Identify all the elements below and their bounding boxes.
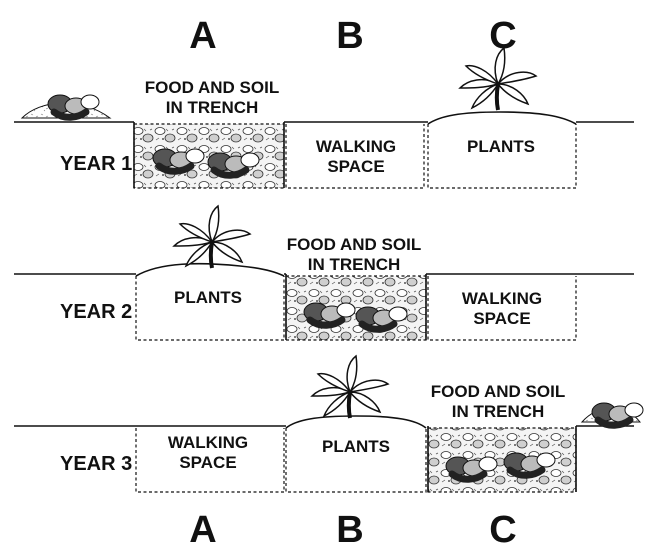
walking-label-line1: WALKING [462, 289, 542, 308]
plants-label: PLANTS [467, 137, 535, 156]
walking-label-line1: WALKING [316, 137, 396, 156]
walking-label-line2: SPACE [327, 157, 384, 176]
walking-label-line2: SPACE [179, 453, 236, 472]
year-label: YEAR 1 [60, 153, 132, 175]
column-header-a: A [189, 15, 216, 57]
trench-label-line1: FOOD AND SOIL [145, 78, 279, 97]
trench-label-line1: FOOD AND SOIL [431, 382, 565, 401]
row-year-3: YEAR 3 WALKING SPACE PLANTS FOOD AND SOI… [14, 356, 643, 492]
plants-label: PLANTS [322, 437, 390, 456]
walking-label-line1: WALKING [168, 433, 248, 452]
trench-label-line2: IN TRENCH [308, 255, 401, 274]
plants-label: PLANTS [174, 288, 242, 307]
column-footer-c: C [489, 509, 516, 550]
column-footer-b: B [336, 509, 363, 550]
trench-label-line1: FOOD AND SOIL [287, 235, 421, 254]
year-label: YEAR 2 [60, 301, 132, 323]
year-label: YEAR 3 [60, 453, 132, 475]
row-year-1: YEAR 1 FOOD AND SOIL IN TRENCH WALKING S… [14, 48, 634, 188]
walking-label-line2: SPACE [473, 309, 530, 328]
trench-label-line2: IN TRENCH [452, 402, 545, 421]
trench-label-line2: IN TRENCH [166, 98, 259, 117]
column-header-b: B [336, 15, 363, 57]
row-year-2: YEAR 2 PLANTS FOOD AND SOIL IN TRENCH WA… [14, 206, 634, 340]
column-footer-a: A [189, 509, 216, 550]
